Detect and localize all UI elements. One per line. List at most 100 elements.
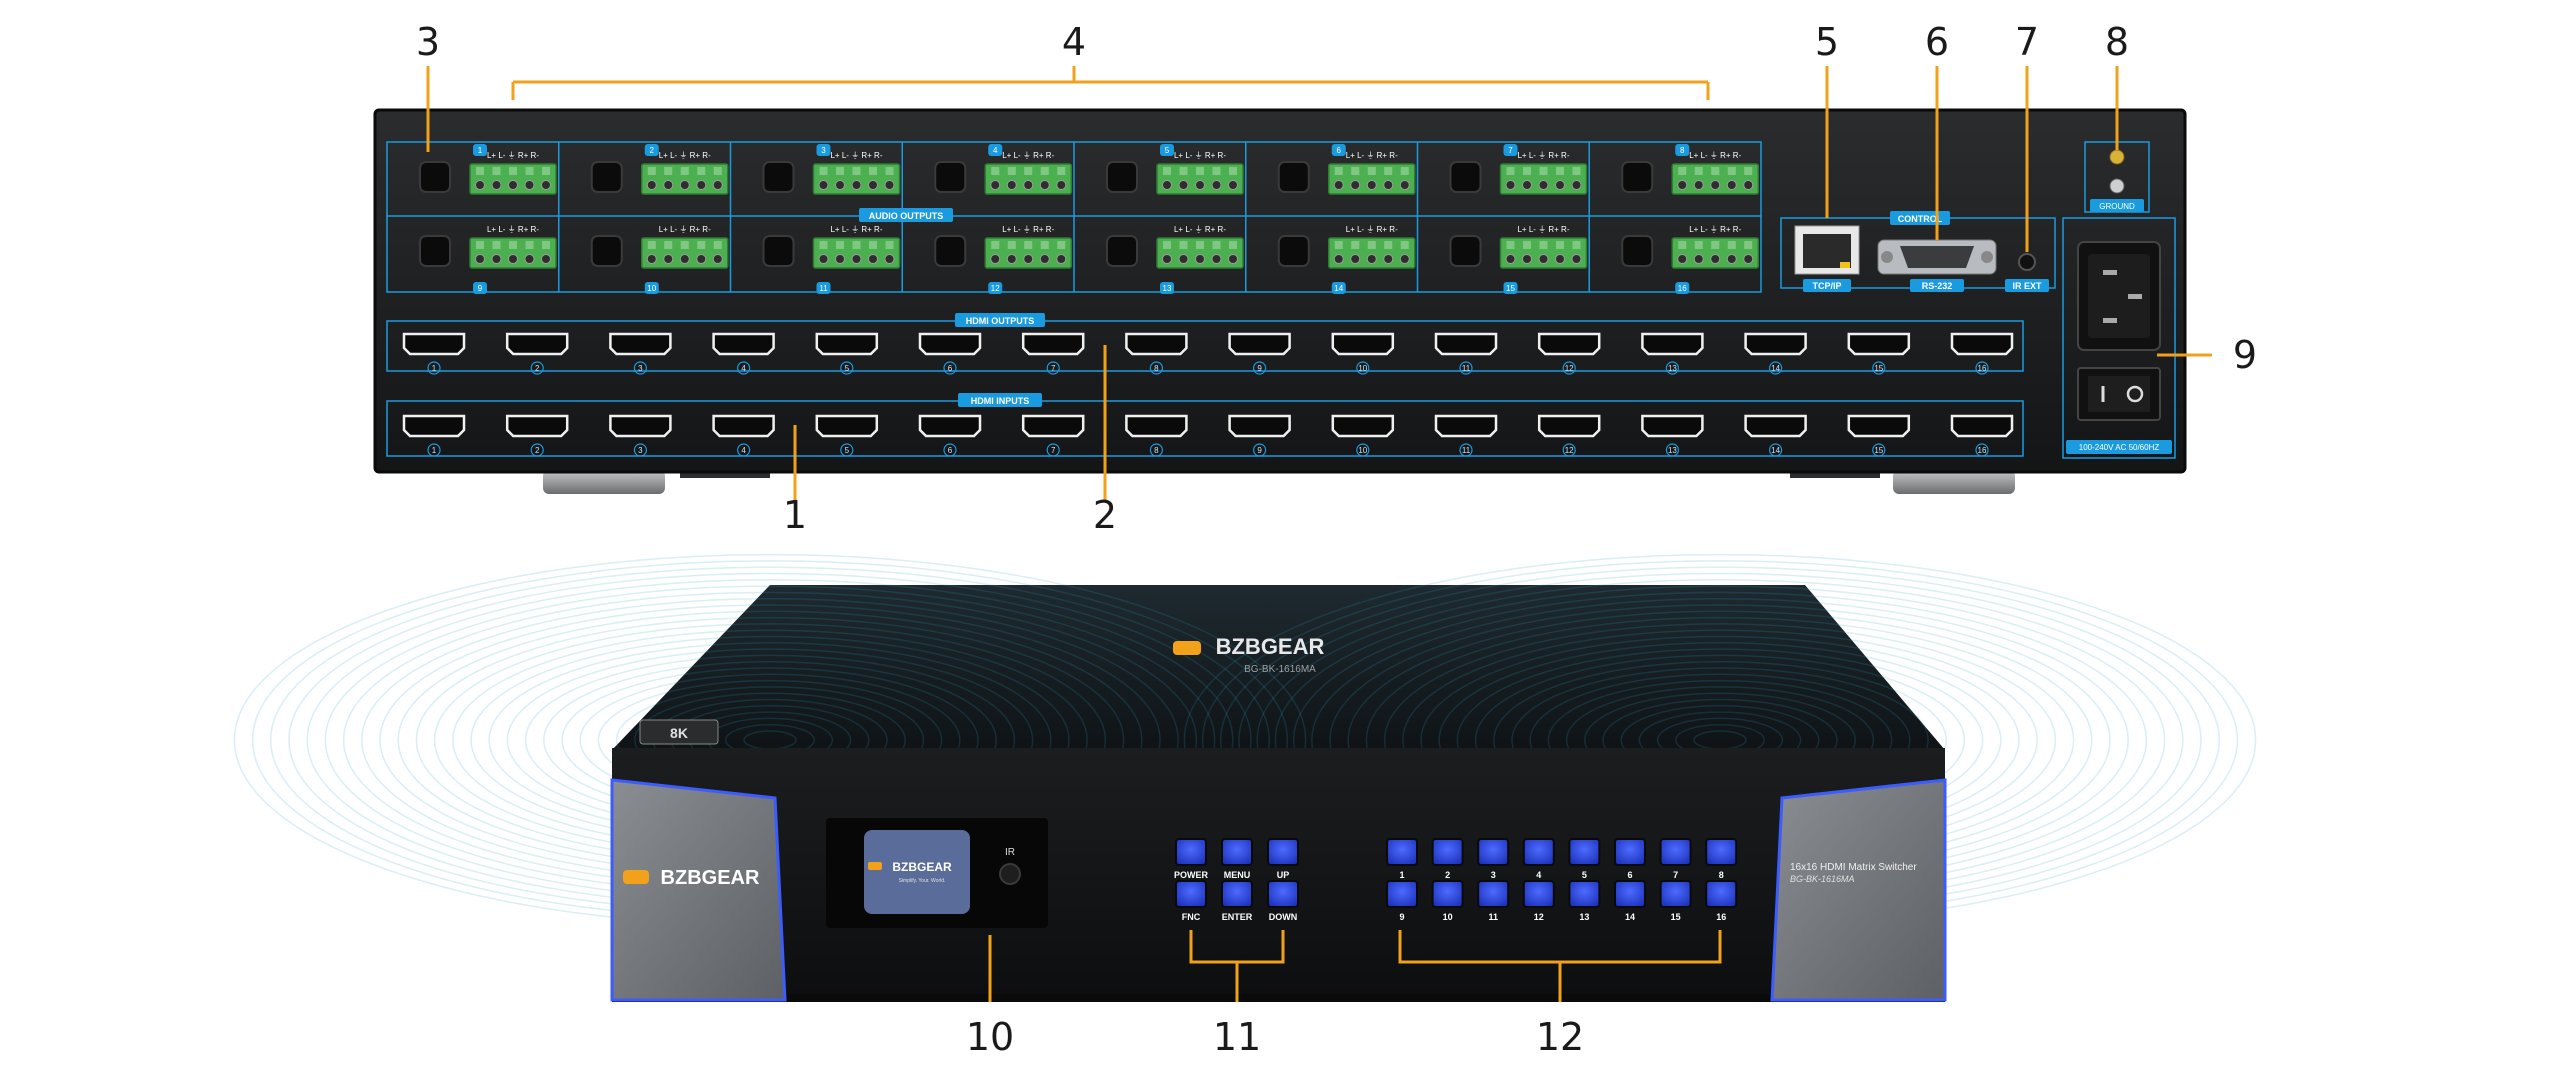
input-button-2[interactable] [1431, 838, 1464, 866]
hdmi-output-port-8[interactable] [1125, 332, 1188, 356]
input-button-6[interactable] [1614, 838, 1646, 866]
audio-number-12: 12 [991, 284, 1000, 293]
audio-terminal-8[interactable] [1671, 163, 1759, 195]
rs232-port[interactable] [1877, 239, 1997, 275]
hdmi-output-port-5[interactable] [815, 332, 879, 356]
hdmi-output-port-7[interactable] [1021, 332, 1085, 356]
optical-port-14[interactable] [1277, 235, 1310, 267]
audio-terminal-12[interactable] [984, 237, 1072, 269]
hdmi-input-port-6[interactable] [918, 414, 982, 438]
hdmi-input-port-9[interactable] [1228, 414, 1291, 438]
hdmi-input-port-1[interactable] [402, 414, 466, 438]
hdmi-input-port-2[interactable] [505, 414, 569, 438]
callout-9: 9 [2233, 333, 2257, 377]
audio-terminal-13[interactable] [1156, 237, 1244, 269]
hdmi-output-port-10[interactable] [1331, 332, 1395, 356]
hdmi-input-port-5[interactable] [815, 414, 879, 438]
input-button-9[interactable] [1386, 880, 1418, 908]
hdmi-output-port-1[interactable] [402, 332, 466, 356]
hdmi-input-port-12[interactable] [1537, 414, 1601, 438]
hdmi-input-port-11[interactable] [1434, 414, 1498, 438]
input-button-7[interactable] [1659, 838, 1692, 866]
optical-port-8[interactable] [1621, 161, 1654, 193]
optical-port-15[interactable] [1449, 235, 1482, 267]
optical-port-6[interactable] [1277, 161, 1310, 193]
hdmi-input-port-7[interactable] [1021, 414, 1085, 438]
input-button-11[interactable] [1477, 880, 1510, 908]
audio-terminal-15[interactable] [1499, 237, 1588, 269]
hdmi-output-port-13[interactable] [1641, 332, 1704, 356]
optical-port-2[interactable] [590, 161, 623, 193]
hdmi-input-port-13[interactable] [1641, 414, 1704, 438]
hdmi-output-port-12[interactable] [1537, 332, 1601, 356]
hdmi-output-port-3[interactable] [609, 332, 672, 356]
hdmi-output-port-14[interactable] [1744, 332, 1807, 356]
audio-terminal-5[interactable] [1156, 163, 1244, 195]
input-button-3[interactable] [1477, 838, 1510, 866]
optical-port-5[interactable] [1106, 161, 1138, 193]
button-enter[interactable] [1221, 880, 1253, 908]
input-button-5[interactable] [1568, 838, 1601, 866]
input-button-14[interactable] [1614, 880, 1646, 908]
optical-port-4[interactable] [934, 161, 967, 193]
hdmi-output-port-2[interactable] [505, 332, 569, 356]
optical-port-16[interactable] [1621, 235, 1654, 267]
audio-terminal-6[interactable] [1328, 163, 1416, 195]
input-button-13[interactable] [1568, 880, 1601, 908]
audio-terminal-2[interactable] [641, 163, 729, 195]
hdmi-input-port-4[interactable] [712, 414, 775, 438]
input-button-16[interactable] [1705, 880, 1738, 908]
hdmi-input-port-14[interactable] [1744, 414, 1807, 438]
button-up[interactable] [1267, 838, 1299, 866]
hdmi-input-port-8[interactable] [1125, 414, 1188, 438]
hdmi-output-port-4[interactable] [712, 332, 775, 356]
iec-power-inlet[interactable] [2077, 241, 2161, 351]
button-power[interactable] [1175, 838, 1207, 866]
input-button-4[interactable] [1522, 838, 1555, 866]
audio-terminal-3[interactable] [812, 163, 901, 195]
input-button-1[interactable] [1386, 838, 1418, 866]
audio-terminal-10[interactable] [641, 237, 729, 269]
callout-5: 5 [1815, 20, 1839, 64]
input-button-8[interactable] [1705, 838, 1738, 866]
audio-terminal-11[interactable] [812, 237, 901, 269]
hdmi-output-port-15[interactable] [1847, 332, 1911, 356]
optical-port-9[interactable] [419, 235, 451, 267]
ground-screw[interactable] [2109, 149, 2125, 165]
hdmi-input-number-4: 4 [741, 446, 746, 455]
optical-port-11[interactable] [762, 235, 795, 267]
ir-ext-jack[interactable] [2018, 253, 2036, 271]
hdmi-input-port-10[interactable] [1331, 414, 1395, 438]
callout-8: 8 [2105, 20, 2129, 64]
optical-port-7[interactable] [1449, 161, 1482, 193]
input-button-12[interactable] [1522, 880, 1555, 908]
optical-port-10[interactable] [590, 235, 623, 267]
audio-terminal-7[interactable] [1499, 163, 1588, 195]
button-menu[interactable] [1221, 838, 1253, 866]
badge-8k: 8K [670, 725, 688, 741]
optical-port-13[interactable] [1106, 235, 1138, 267]
audio-terminal-9[interactable] [469, 237, 557, 269]
optical-port-3[interactable] [762, 161, 795, 193]
audio-number-10: 10 [647, 284, 656, 293]
input-button-15[interactable] [1659, 880, 1692, 908]
hdmi-output-port-11[interactable] [1434, 332, 1498, 356]
optical-port-1[interactable] [419, 161, 451, 193]
input-button-10[interactable] [1431, 880, 1464, 908]
hdmi-input-port-3[interactable] [609, 414, 672, 438]
audio-terminal-16[interactable] [1671, 237, 1759, 269]
audio-terminal-4[interactable] [984, 163, 1072, 195]
audio-terminal-14[interactable] [1328, 237, 1416, 269]
tcpip-port[interactable] [1794, 225, 1860, 275]
optical-port-12[interactable] [934, 235, 967, 267]
hdmi-input-port-15[interactable] [1847, 414, 1911, 438]
button-down[interactable] [1267, 880, 1299, 908]
audio-output-2: 2L+ L- ⏚ R+ R- [590, 144, 729, 195]
hdmi-output-port-16[interactable] [1950, 332, 2014, 356]
hdmi-output-port-9[interactable] [1228, 332, 1291, 356]
button-fnc[interactable] [1175, 880, 1207, 908]
hdmi-output-port-6[interactable] [918, 332, 982, 356]
audio-terminal-1[interactable] [469, 163, 557, 195]
hdmi-input-port-16[interactable] [1950, 414, 2014, 438]
power-rocker-switch[interactable] [2077, 367, 2161, 421]
